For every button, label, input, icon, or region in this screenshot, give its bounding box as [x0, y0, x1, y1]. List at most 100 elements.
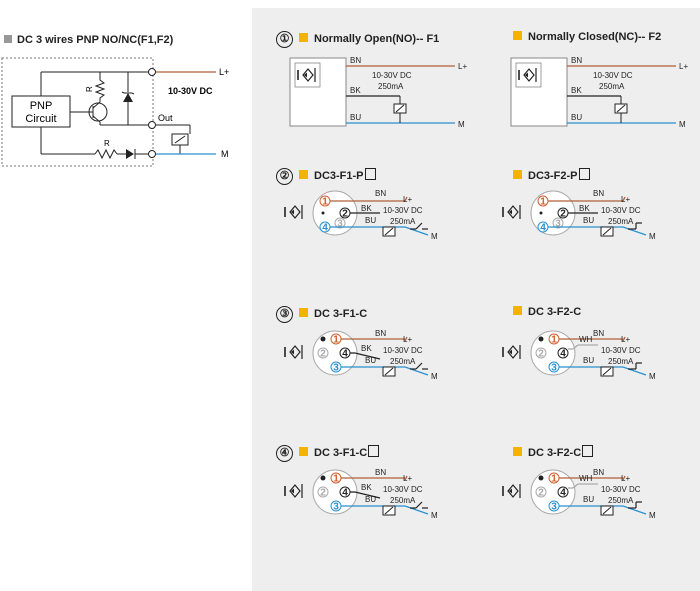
pin-number: 2 — [342, 209, 348, 220]
bu-ext — [622, 366, 647, 376]
bn-label: BN — [375, 329, 386, 338]
sensor-arrow — [291, 488, 294, 494]
bu-label: BU — [571, 113, 582, 122]
section-number: ① — [276, 31, 293, 48]
title-bullet — [4, 35, 12, 43]
sensor-icon — [502, 345, 521, 359]
bk-label: BK — [361, 483, 372, 492]
pin-number: 1 — [551, 335, 557, 346]
bu-ext — [622, 505, 647, 515]
bu-label: BU — [583, 356, 594, 365]
load-relay-icon — [382, 505, 396, 516]
pin-4: 4 — [557, 347, 569, 360]
lplus-label: L+ — [621, 474, 630, 483]
m-label: M — [649, 511, 656, 520]
bu-ext — [404, 226, 429, 236]
sensor-arrow — [509, 488, 512, 494]
relay-diag — [384, 367, 394, 376]
left-lplus-label: L+ — [219, 67, 229, 77]
pin-3: 3 — [334, 217, 346, 230]
yellow-bullet — [513, 306, 522, 315]
bn-bend — [404, 196, 408, 202]
bn-label: BN — [593, 329, 604, 338]
pin-2: 2 — [535, 486, 547, 499]
pin-ring — [557, 486, 569, 498]
sensor-arrow — [509, 209, 512, 215]
output-switch-icon — [410, 362, 428, 370]
load-relay-icon — [382, 366, 396, 377]
yellow-bullet — [299, 308, 308, 317]
sensor-diamond — [289, 205, 301, 219]
sensor-face — [294, 62, 321, 88]
section-3-left-title: ③ DC 3-F1-C — [276, 306, 367, 323]
section-number: ④ — [276, 445, 293, 462]
pin-2: 2 — [317, 486, 329, 499]
pin-ring — [535, 347, 547, 359]
pin-number: 4 — [342, 349, 348, 360]
bu-label: BU — [350, 113, 361, 122]
pin-number: 2 — [538, 349, 544, 360]
lplus-label: L+ — [621, 195, 630, 204]
m-label: M — [458, 120, 465, 129]
relay-diag — [616, 104, 626, 113]
key-dot — [320, 475, 326, 481]
bk-wire-b — [354, 352, 381, 360]
output-switch-icon — [410, 222, 428, 230]
left-title-text: Normally Open(NO)-- F1 — [314, 33, 440, 45]
pin-3: 3 — [330, 500, 342, 513]
bn-label: BN — [593, 468, 604, 477]
output-switch-icon — [628, 222, 642, 230]
pin-number: 1 — [333, 335, 339, 346]
pin-number: 4 — [540, 223, 546, 234]
bu-label: BU — [583, 216, 594, 225]
current-label: 250mA — [390, 496, 416, 505]
box-symbol — [368, 445, 380, 457]
wh-wire-b — [572, 344, 579, 350]
pin-2: 2 — [317, 347, 329, 360]
key-dot — [539, 211, 543, 215]
left-m-label: M — [221, 149, 229, 159]
yellow-bullet — [513, 31, 522, 40]
pin-number: 3 — [555, 219, 561, 230]
load-relay-icon — [382, 226, 396, 237]
pin-number: 2 — [560, 209, 566, 220]
relay-diag — [384, 506, 394, 515]
yellow-bullet — [299, 33, 308, 42]
load-relay-icon — [614, 103, 628, 114]
bk-label: BK — [361, 204, 372, 213]
pin-number: 4 — [342, 488, 348, 499]
sensor-arrow — [304, 72, 307, 78]
section-2-right-title: DC3-F2-P — [513, 168, 590, 182]
sensor-diamond — [289, 484, 301, 498]
bk-label: BK — [350, 86, 361, 95]
yellow-bullet — [299, 447, 308, 456]
bu-label: BU — [583, 495, 594, 504]
yellow-bullet — [513, 447, 522, 456]
pin-2: 2 — [535, 347, 547, 360]
pnp-schematic-title-text: DC 3 wires PNP NO/NC(F1,F2) — [17, 34, 174, 46]
left-title-text: DC 3-F1-C — [314, 308, 368, 320]
sensor-diamond — [523, 68, 535, 82]
voltage-label: 10-30V DC — [593, 71, 633, 80]
yellow-bullet — [299, 170, 308, 179]
m-label: M — [649, 232, 656, 241]
pin-number: 1 — [333, 474, 339, 485]
section-number: ③ — [276, 306, 293, 323]
bn-label: BN — [593, 189, 604, 198]
sensor-icon — [502, 205, 521, 219]
pin-number: 2 — [538, 488, 544, 499]
pin-4: 4 — [557, 486, 569, 499]
load-relay-icon — [600, 366, 614, 377]
pin-2: 2 — [557, 207, 569, 220]
key-dot — [320, 336, 326, 342]
pin-number: 3 — [551, 363, 557, 374]
sensor-housing — [289, 57, 347, 127]
bn-bend — [404, 475, 408, 481]
